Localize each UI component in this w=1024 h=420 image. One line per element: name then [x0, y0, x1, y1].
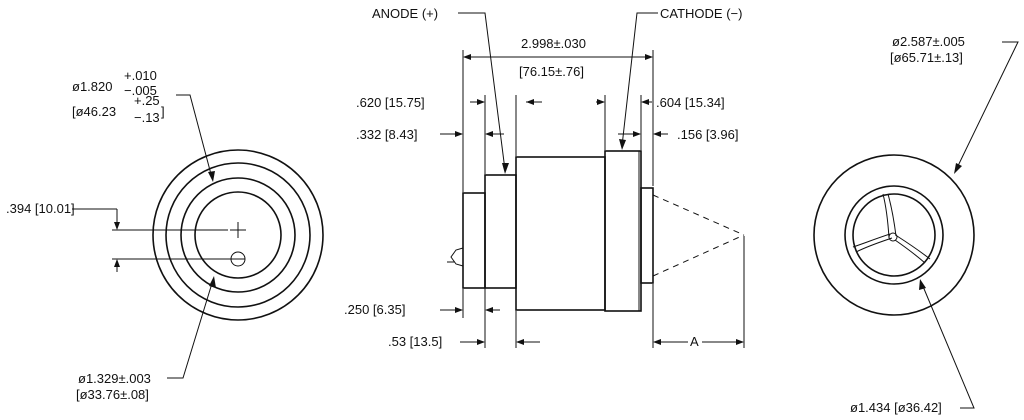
cathode-flange: [604, 150, 642, 312]
front-outer-tol-plus: +.010: [124, 68, 157, 83]
dim-156: .156 [3.96]: [677, 127, 738, 142]
dim-332: .332 [8.43]: [356, 127, 417, 142]
front-outer-dia: ø1.820: [72, 79, 112, 94]
front-nozzle: [640, 187, 654, 284]
beam-cone-lower: [652, 234, 745, 277]
dim-604: .604 [15.34]: [656, 95, 725, 110]
anode-label: ANODE (+): [372, 6, 438, 21]
dim-a: A: [690, 334, 699, 349]
front-outer-metric-close: ]: [161, 104, 165, 119]
rear-shaft: [462, 192, 486, 289]
dim-250: .250 [6.35]: [344, 302, 405, 317]
rear-inner-dia: ø1.434 [ø36.42]: [850, 400, 942, 415]
rear-view: ø2.587±.005 [ø65.71±.13] ø1.434 [ø36.42]: [813, 34, 1019, 415]
beam-cone-upper: [652, 194, 745, 236]
main-body: [515, 156, 606, 311]
front-outer-metric-minus: −.13: [134, 110, 160, 125]
front-anode-circle: [194, 191, 282, 279]
front-inner-dia-metric: [ø33.76±.08]: [76, 387, 149, 402]
rear-outer-circle: [813, 154, 975, 316]
rear-aperture-circle: [844, 185, 944, 285]
dim-620: .620 [15.75]: [356, 95, 425, 110]
front-inner-dia: ø1.329±.003: [78, 371, 151, 386]
front-body-circle: [180, 177, 296, 293]
front-outer-metric-plus: +.25: [134, 93, 160, 108]
overall-length: 2.998±.030: [521, 36, 586, 51]
spider-vanes: [852, 193, 931, 264]
front-flange-circle: [165, 162, 311, 308]
cathode-label: CATHODE (−): [660, 6, 742, 21]
rear-spider-ring: [852, 193, 936, 277]
anode-step: [484, 174, 517, 289]
front-outer-tol-minus: −.005: [124, 83, 157, 98]
front-offset-label: .394 [10.01]: [6, 201, 75, 216]
dim-53: .53 [13.5]: [388, 334, 442, 349]
front-outer-metric: [ø46.23: [72, 104, 116, 119]
rear-outer-dia: ø2.587±.005: [892, 34, 965, 49]
overall-length-metric: [76.15±.76]: [519, 64, 584, 79]
side-view: ANODE (+) CATHODE (−) 2.998±.030 [76.15±…: [344, 6, 745, 349]
rear-outer-dia-metric: [ø65.71±.13]: [890, 50, 963, 65]
front-outer-circle: [152, 149, 324, 321]
front-view: .394 [10.01] ø1.820 +.010 −.005 [ø46.23 …: [6, 68, 324, 402]
